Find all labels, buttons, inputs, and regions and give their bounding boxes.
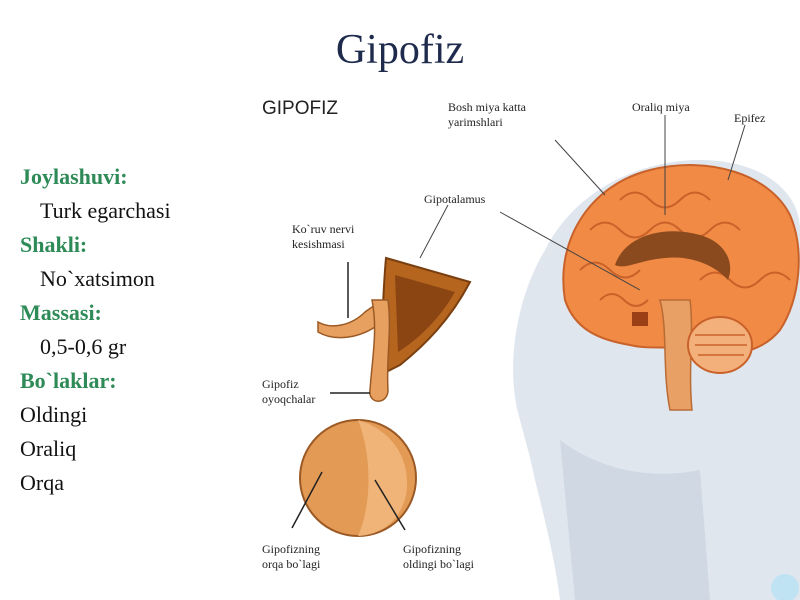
label-line: oyoqchalar <box>262 392 316 406</box>
location-heading: Joylashuvi: <box>20 164 128 189</box>
brain-hemisphere <box>562 164 800 356</box>
label-line: oldingi bo`lagi <box>403 557 474 571</box>
shape-value: No`xatsimon <box>40 266 155 291</box>
label-optic-chiasm: Ko`ruv nervi kesishmasi <box>292 222 354 252</box>
label-line: orqa bo`lagi <box>262 557 321 571</box>
label-epiphysis: Epifez <box>734 111 766 125</box>
brain-folds <box>579 191 791 307</box>
neck-shadow <box>560 440 710 600</box>
corner-decoration <box>771 574 799 600</box>
corpus-callosum <box>615 231 731 280</box>
mass-value: 0,5-0,6 gr <box>40 334 127 359</box>
pointer-anterior <box>374 479 406 531</box>
label-line: Gipofizning <box>403 542 461 556</box>
label-line: Bosh miya katta <box>448 100 526 114</box>
pointer-hemispheres <box>554 139 606 196</box>
infundibulum-inner <box>395 275 455 352</box>
pituitary-small <box>632 312 648 326</box>
label-hypothalamus: Gipotalamus <box>424 192 486 206</box>
pointer-hypothalamus-2 <box>419 204 449 259</box>
label-anterior-lobe: Gipofizning oldingi bo`lagi <box>403 542 474 572</box>
lobe-item: Oraliq <box>20 436 77 461</box>
label-diencephalon: Oraliq miya <box>632 100 690 114</box>
brainstem <box>659 299 693 411</box>
label-line: Gipofizning <box>262 542 320 556</box>
label-posterior-lobe: Gipofizning orqa bo`lagi <box>262 542 320 572</box>
label-stalk: Gipofiz oyoqchalar <box>262 377 315 407</box>
diagram-title: GIPOFIZ <box>262 98 338 119</box>
info-panel: Joylashuvi: Turk egarchasi Shakli: No`xa… <box>20 160 250 500</box>
pointer-epiphysis <box>727 124 746 181</box>
pointer-posterior <box>291 471 323 529</box>
cerebellum-folds <box>695 334 747 356</box>
pituitary-anterior-lobe <box>358 420 408 536</box>
label-line: Ko`ruv nervi <box>292 222 355 236</box>
label-line: yarimshlari <box>448 115 503 129</box>
pituitary-stalk <box>369 299 391 402</box>
mass-heading: Massasi: <box>20 300 102 325</box>
label-line: kesishmasi <box>292 237 345 251</box>
slide-title: Gipofiz <box>335 27 465 73</box>
shape-heading: Shakli: <box>20 232 88 257</box>
location-value: Turk egarchasi <box>40 198 171 223</box>
lobes-heading: Bo`laklar: <box>20 368 117 393</box>
lobe-item: Oldingi <box>20 402 88 427</box>
lobe-item: Orqa <box>20 470 64 495</box>
pointer-hypothalamus <box>499 211 641 291</box>
label-hemispheres: Bosh miya katta yarimshlari <box>448 100 526 130</box>
label-line: Gipofiz <box>262 377 299 391</box>
